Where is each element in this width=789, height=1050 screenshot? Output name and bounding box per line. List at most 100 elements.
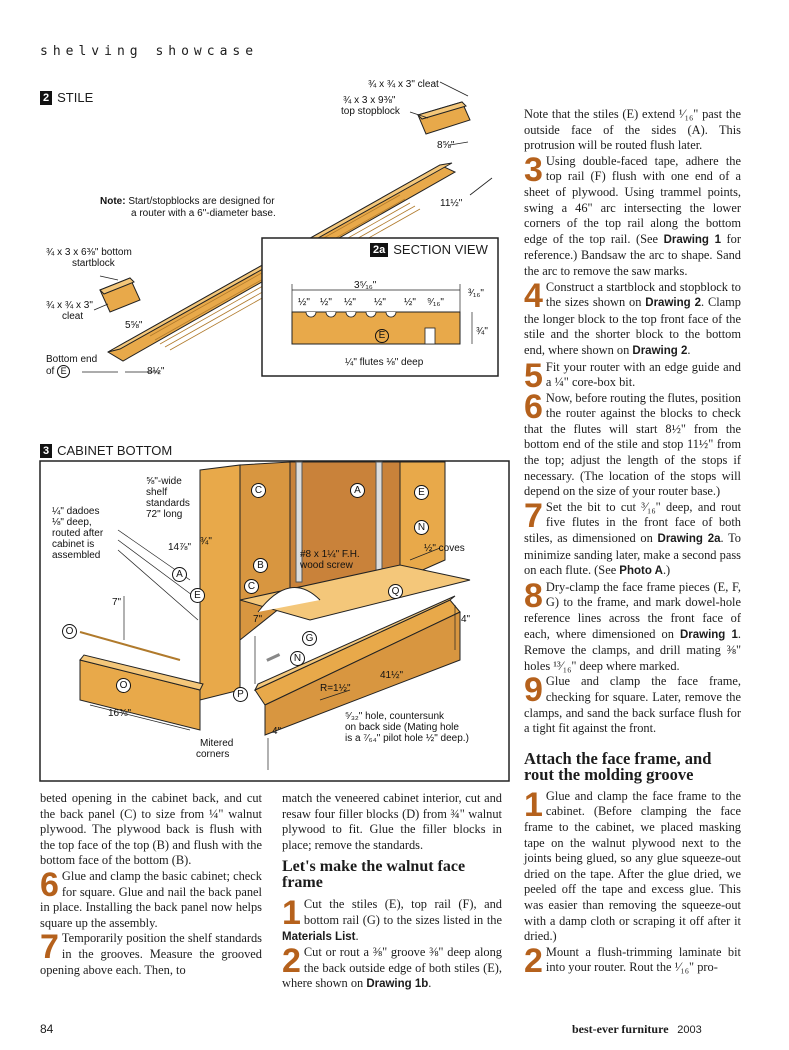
section-flutes: ¼" flutes ⅛" deep	[345, 357, 424, 368]
col3-step-7-mid: . To minimize sanding later, make a seco…	[524, 531, 741, 578]
label-screw-1: #8 x 1¼" F.H.	[300, 549, 360, 560]
label-standards-1: ⅝"-wide	[146, 476, 182, 487]
label-coves: ½" coves	[424, 543, 465, 554]
figure-3: 3 CABINET BOTTOM	[0, 0, 520, 790]
col3-step-4-text: Construct a startblock and stopblock to …	[545, 279, 741, 310]
label-dim-11-1-2: 11½"	[440, 198, 463, 209]
section-view-panel	[261, 237, 499, 377]
label-hole-3: is a ⁷⁄₆₄" pilot hole ½" deep.)	[345, 733, 469, 744]
label-standards-2: shelf	[146, 487, 168, 498]
step-number: 1	[282, 894, 301, 933]
col3-step-3-ref: Drawing 1	[663, 233, 721, 246]
label-hole-1: ⁵⁄₃₂" hole, countersunk	[345, 711, 445, 722]
col3-step-7-end: .)	[662, 563, 671, 578]
section-dim-thick: ¾"	[476, 326, 488, 337]
label-dadoes-4: cabinet is	[52, 539, 95, 550]
col3-step-6-text: Now, before routing the flutes, position…	[524, 390, 741, 499]
figure-2: 2 STILE	[0, 0, 520, 440]
publication-year: 2003	[677, 1024, 702, 1036]
figure-2a-heading: 2a SECTION VIEW	[370, 242, 488, 257]
column-3: Note that the stiles (E) extend ¹⁄₁₆" pa…	[524, 107, 741, 978]
label-cleat-bottom-2: cleat	[62, 311, 84, 322]
step-number: 7	[524, 496, 543, 535]
col3-heading: Attach the face frame, and rout the mold…	[524, 748, 712, 784]
col2-step-1-ref: Materials List	[282, 930, 356, 943]
col3-step-4-mid: . Clamp the longer block to the top fron…	[524, 295, 741, 357]
label-dim-8-5-8: 8⅝"	[437, 140, 455, 151]
step-number: 7	[40, 928, 59, 967]
label-dadoes-2: ⅛" deep,	[52, 517, 92, 528]
column-2: match the veneered cabinet interior, cut…	[282, 791, 502, 993]
col2-heading: Let's make the walnut face frame	[282, 858, 466, 892]
ref-p: P	[233, 687, 248, 702]
col2-paragraph: match the veneered cabinet interior, cut…	[282, 791, 502, 852]
figure-2-heading: 2 STILE	[40, 90, 93, 105]
label-radius: R=1½"	[320, 683, 351, 694]
publication-name: best-ever furniture	[572, 1022, 669, 1036]
step-number: 3	[524, 150, 543, 189]
figure-3-number: 3	[40, 443, 53, 458]
label-dim-4-bottom: 4"	[272, 726, 282, 737]
ref-n-1: N	[414, 520, 429, 535]
label-dim-3-4: ¾"	[200, 536, 212, 547]
step-number: 4	[524, 276, 543, 315]
label-cleat-top: ¾ x ¾ x 3" cleat	[368, 79, 439, 90]
ref-c-1: C	[251, 483, 266, 498]
col2-step-2-end: .	[428, 976, 432, 991]
figure-3-title: CABINET BOTTOM	[57, 443, 173, 458]
figure-2-title: STILE	[57, 90, 94, 105]
label-dim-7-center: 7"	[253, 614, 263, 625]
col3-step-3-end: for reference.) Bandsaw the arc to shape…	[524, 231, 741, 278]
ref-e-2: E	[190, 588, 205, 603]
ref-e-1: E	[414, 485, 429, 500]
col2-step-1-text: Cut the stiles (E), top rail (F), and bo…	[303, 897, 502, 927]
section-spacing-6: ⁹⁄₁₆"	[427, 297, 444, 308]
label-bottom-end-2: of E	[46, 365, 71, 378]
note-line-2: a router with a 6"-diameter base.	[131, 208, 276, 219]
running-head: shelving showcase	[40, 44, 259, 59]
figure-2a-title: SECTION VIEW	[393, 242, 488, 257]
note-label: Note:	[100, 196, 126, 207]
col2-step-2-ref: Drawing 1b	[366, 978, 429, 991]
ref-g: G	[302, 631, 317, 646]
ref-a-1: A	[350, 483, 365, 498]
label-cleat-bottom-1: ¾ x ¾ x 3"	[46, 300, 93, 311]
section-spacing-3: ½"	[344, 297, 356, 308]
part-ref-e: E	[57, 365, 71, 378]
step-number: 5	[524, 356, 543, 395]
figure-2a-number: 2a	[370, 242, 389, 257]
page-number: 84	[40, 1022, 54, 1036]
col3-step-4-ref-1: Drawing 2	[645, 297, 701, 310]
col2-step-1-end: .	[355, 928, 359, 943]
col1-paragraph: beted opening in the cabinet back, and c…	[40, 791, 262, 868]
col3-step-8-end: . Remove the clamps, and drill mating ⅜"…	[524, 626, 741, 673]
section-spacing-5: ½"	[404, 297, 416, 308]
label-dim-8-1-2: 8½"	[147, 366, 165, 377]
label-dim-16-3-8: 16⅜"	[108, 708, 132, 719]
label-bottom-startblock-2: startblock	[72, 258, 115, 269]
step-number: 6	[524, 387, 543, 426]
figure-2-number: 2	[40, 90, 53, 105]
label-dim-5-5-8: 5⅝"	[125, 320, 143, 331]
ref-n-2: N	[290, 651, 305, 666]
col2-step-2-text: Cut or rout a ⅜" groove ⅜" deep along th…	[282, 945, 502, 991]
label-dim-7-left: 7"	[112, 597, 122, 608]
section-spacing-1: ½"	[298, 297, 310, 308]
col3-step-4-end: .	[687, 342, 691, 357]
label-dadoes-1: ¼" dadoes	[52, 506, 100, 517]
cabinet-bottom-drawing	[39, 460, 510, 782]
ref-o-2: O	[116, 678, 131, 693]
col1-step-7-text: Temporarily position the shelf standards…	[40, 931, 262, 977]
section-part-ref: E	[375, 329, 389, 343]
step-number: 9	[524, 671, 543, 710]
label-dim-41-1-2: 41½"	[380, 670, 404, 681]
column-1: beted opening in the cabinet back, and c…	[40, 791, 262, 978]
